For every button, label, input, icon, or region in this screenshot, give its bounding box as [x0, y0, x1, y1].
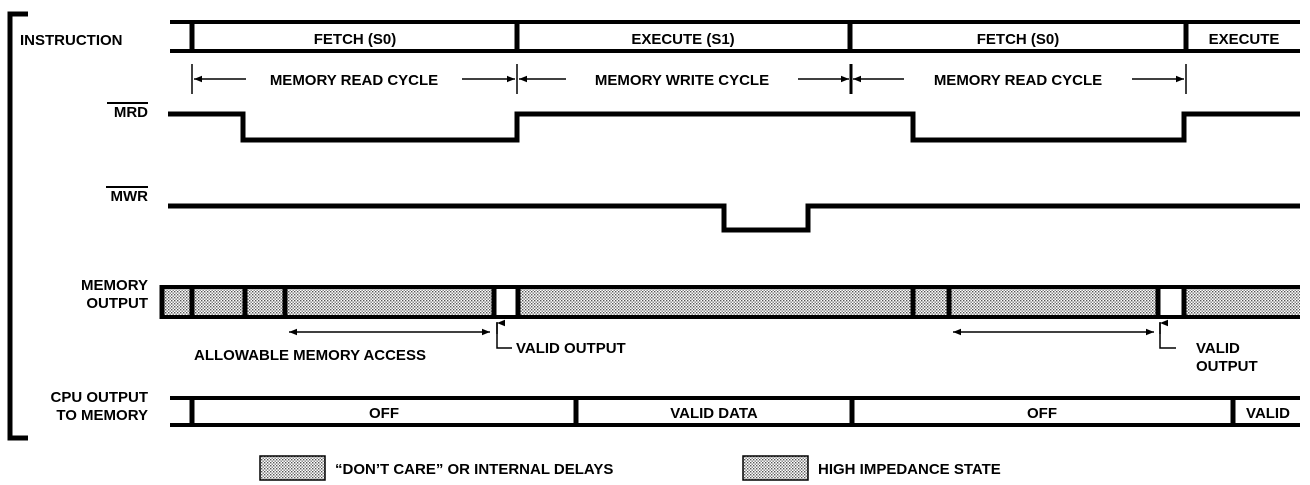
instruction-execute-2: EXECUTE [1209, 31, 1280, 48]
cycle-markers [191, 64, 1187, 94]
valid-output-label-2a: VALID [1196, 340, 1240, 357]
cpu-output-off-1: OFF [369, 405, 399, 422]
cpu-output-bus [170, 396, 1300, 427]
instruction-fetch-1: FETCH (S0) [314, 31, 397, 48]
cycle-read-2: MEMORY READ CYCLE [934, 72, 1102, 89]
mrd-label: MRD [114, 104, 148, 121]
cpu-output-off-2: OFF [1027, 405, 1057, 422]
instruction-fetch-2: FETCH (S0) [977, 31, 1060, 48]
instruction-label: INSTRUCTION [20, 32, 123, 49]
legend-high-impedance-swatch [742, 455, 809, 481]
valid-output-label-2b: OUTPUT [1196, 358, 1258, 375]
memory-output-label-2: OUTPUT [86, 295, 148, 312]
cpu-output-label-2: TO MEMORY [56, 407, 148, 424]
cpu-output-valid: VALID [1246, 405, 1290, 422]
memory-output-bus [159, 285, 1300, 319]
instruction-bus [170, 20, 1300, 53]
valid-output-label-1: VALID OUTPUT [516, 340, 626, 357]
legend-dont-care-label: “DON’T CARE” OR INTERNAL DELAYS [335, 461, 613, 478]
valid-output-pointer-1 [496, 322, 512, 349]
legend-dont-care: “DON’T CARE” OR INTERNAL DELAYS [259, 455, 613, 481]
legend-high-impedance-label: HIGH IMPEDANCE STATE [818, 461, 1001, 478]
memory-output-label-1: MEMORY [81, 277, 148, 294]
allowable-access-label: ALLOWABLE MEMORY ACCESS [194, 347, 426, 364]
cpu-output-valid-data: VALID DATA [670, 405, 758, 422]
legend-high-impedance: HIGH IMPEDANCE STATE [742, 455, 1001, 481]
instruction-execute-1: EXECUTE (S1) [631, 31, 734, 48]
mrd-waveform [168, 111, 1300, 143]
cycle-read-1: MEMORY READ CYCLE [270, 72, 438, 89]
mwr-label: MWR [111, 188, 149, 205]
cpu-output-label-1: CPU OUTPUT [51, 389, 149, 406]
legend-dont-care-swatch [259, 455, 326, 481]
left-bracket [7, 11, 28, 441]
mwr-waveform [168, 203, 1300, 233]
cycle-write: MEMORY WRITE CYCLE [595, 72, 769, 89]
valid-output-pointer-2 [1159, 322, 1176, 349]
